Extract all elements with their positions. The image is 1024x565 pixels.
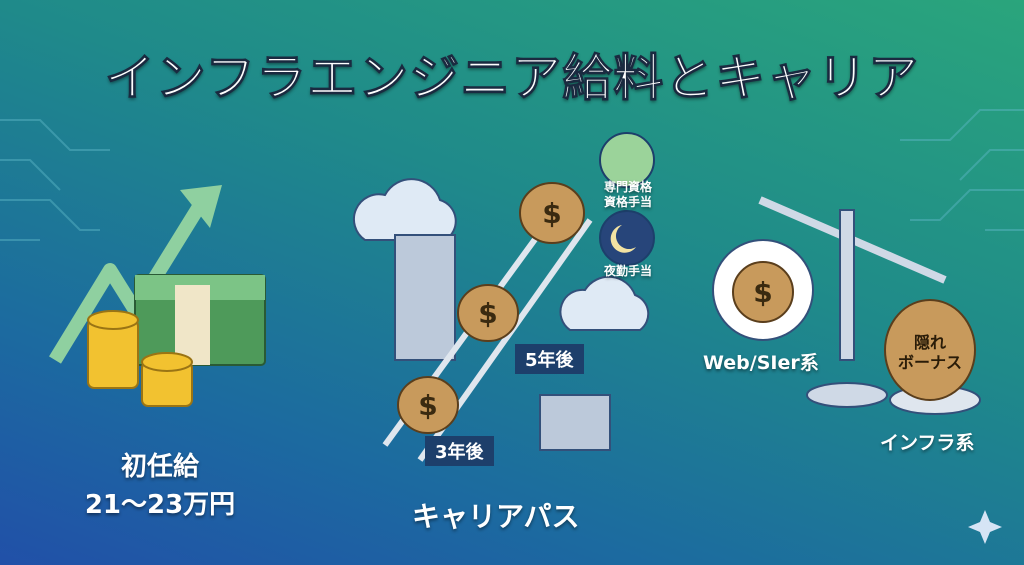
infra-label: インフラ系 [880,432,975,454]
balance-scale-icon [712,196,981,415]
starting-salary: 初任給 21〜23万円 [60,448,260,524]
bag-text-line: ボーナス [897,353,962,372]
hidden-bonus-label: 隠れ ボーナス [885,333,975,373]
certificate-allowance: 専門資格 資格手当 [598,180,658,210]
moon-icon [599,210,655,266]
rising-arrow-icon [49,185,222,364]
career-path-label: キャリアパス [412,500,580,533]
svg-text:$: $ [418,389,437,422]
starting-salary-amount: 21〜23万円 [84,490,236,520]
dollar-sign-icons: $ $ $ $ [418,197,772,422]
sparkle-icon [968,510,1002,544]
starting-salary-label: 初任給 [120,452,199,482]
svg-text:$: $ [478,297,497,330]
cash-stack-icon [134,274,266,366]
cloud-icon [352,178,650,331]
allowance-line: 専門資格 [603,180,652,194]
coin-stacks-icon [87,310,193,407]
allowance-line: 資格手当 [603,195,652,209]
certificate-icon [599,132,655,188]
server-rack-icon [394,234,611,451]
page-title: インフラエンジニア給料とキャリア [104,49,920,108]
web-sier-label: Web/SIer系 [703,352,819,374]
svg-text:$: $ [753,276,772,309]
step-3-years: 3年後 [425,436,494,466]
money-bag-icon [397,182,794,434]
svg-text:$: $ [542,197,561,230]
night-shift-allowance: 夜勤手当 [603,264,652,278]
circuit-lines-decoration [0,109,1024,241]
bag-text-line: 隠れ [913,333,946,352]
step-5-years: 5年後 [515,344,584,374]
